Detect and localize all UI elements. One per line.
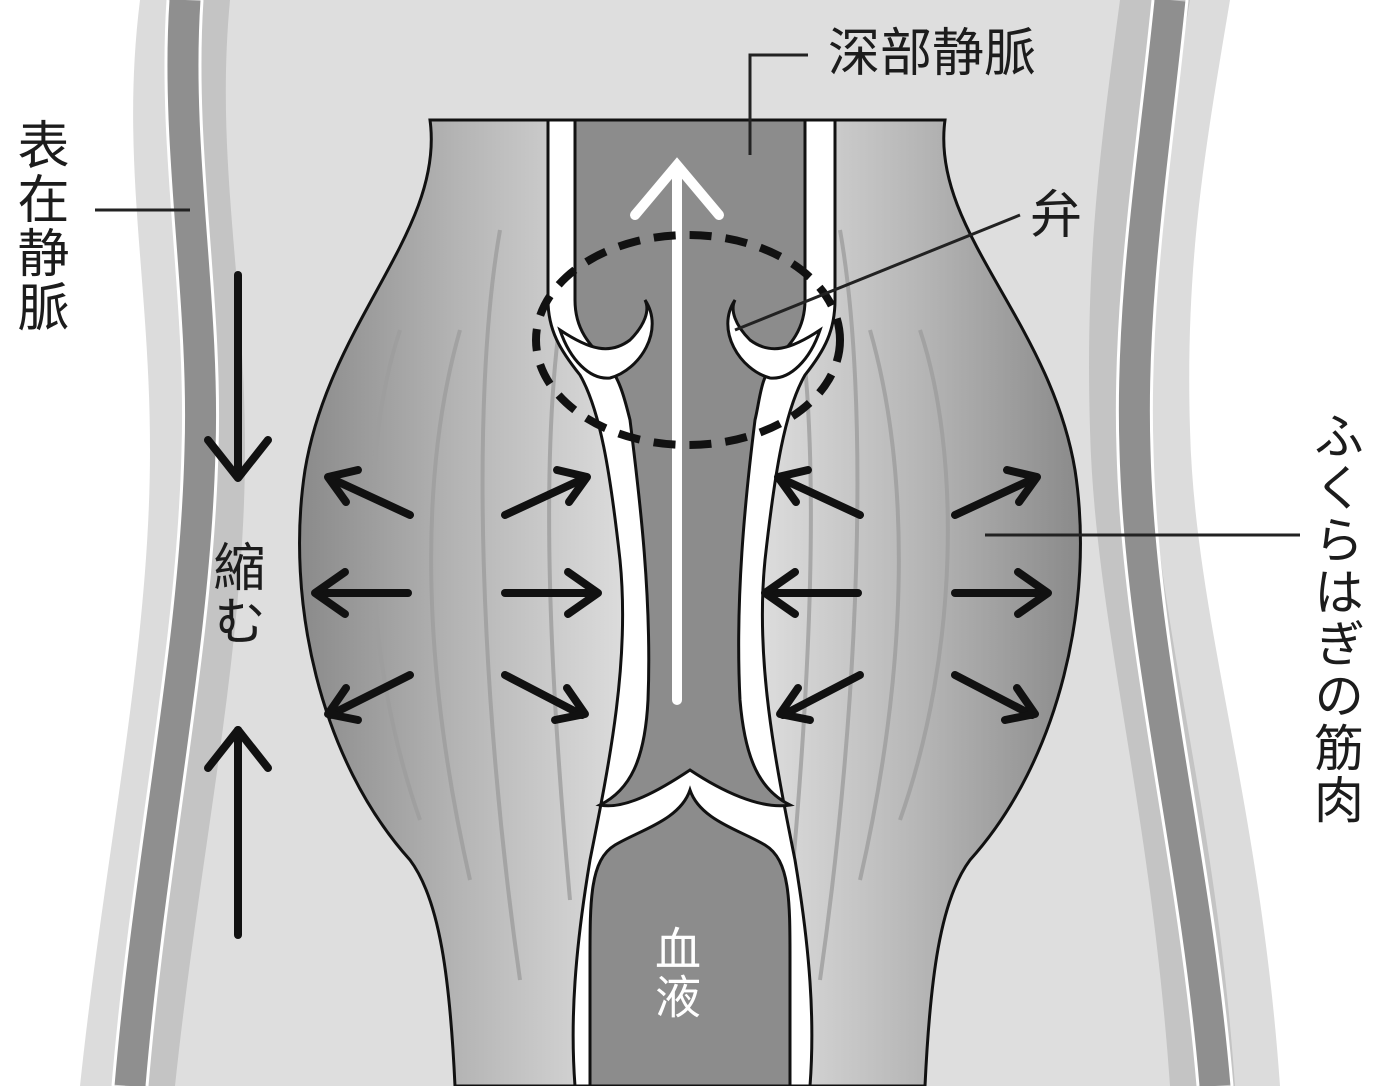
label-deep-vein: 深部静脈 [828,28,1036,80]
label-superficial-vein: 表在静脈 [12,118,64,334]
label-contract: 縮む [208,540,260,648]
label-valve: 弁 [1030,190,1082,242]
label-calf-muscle: ふくらはぎの筋肉 [1310,410,1360,826]
label-blood: 血液 [652,925,698,1021]
